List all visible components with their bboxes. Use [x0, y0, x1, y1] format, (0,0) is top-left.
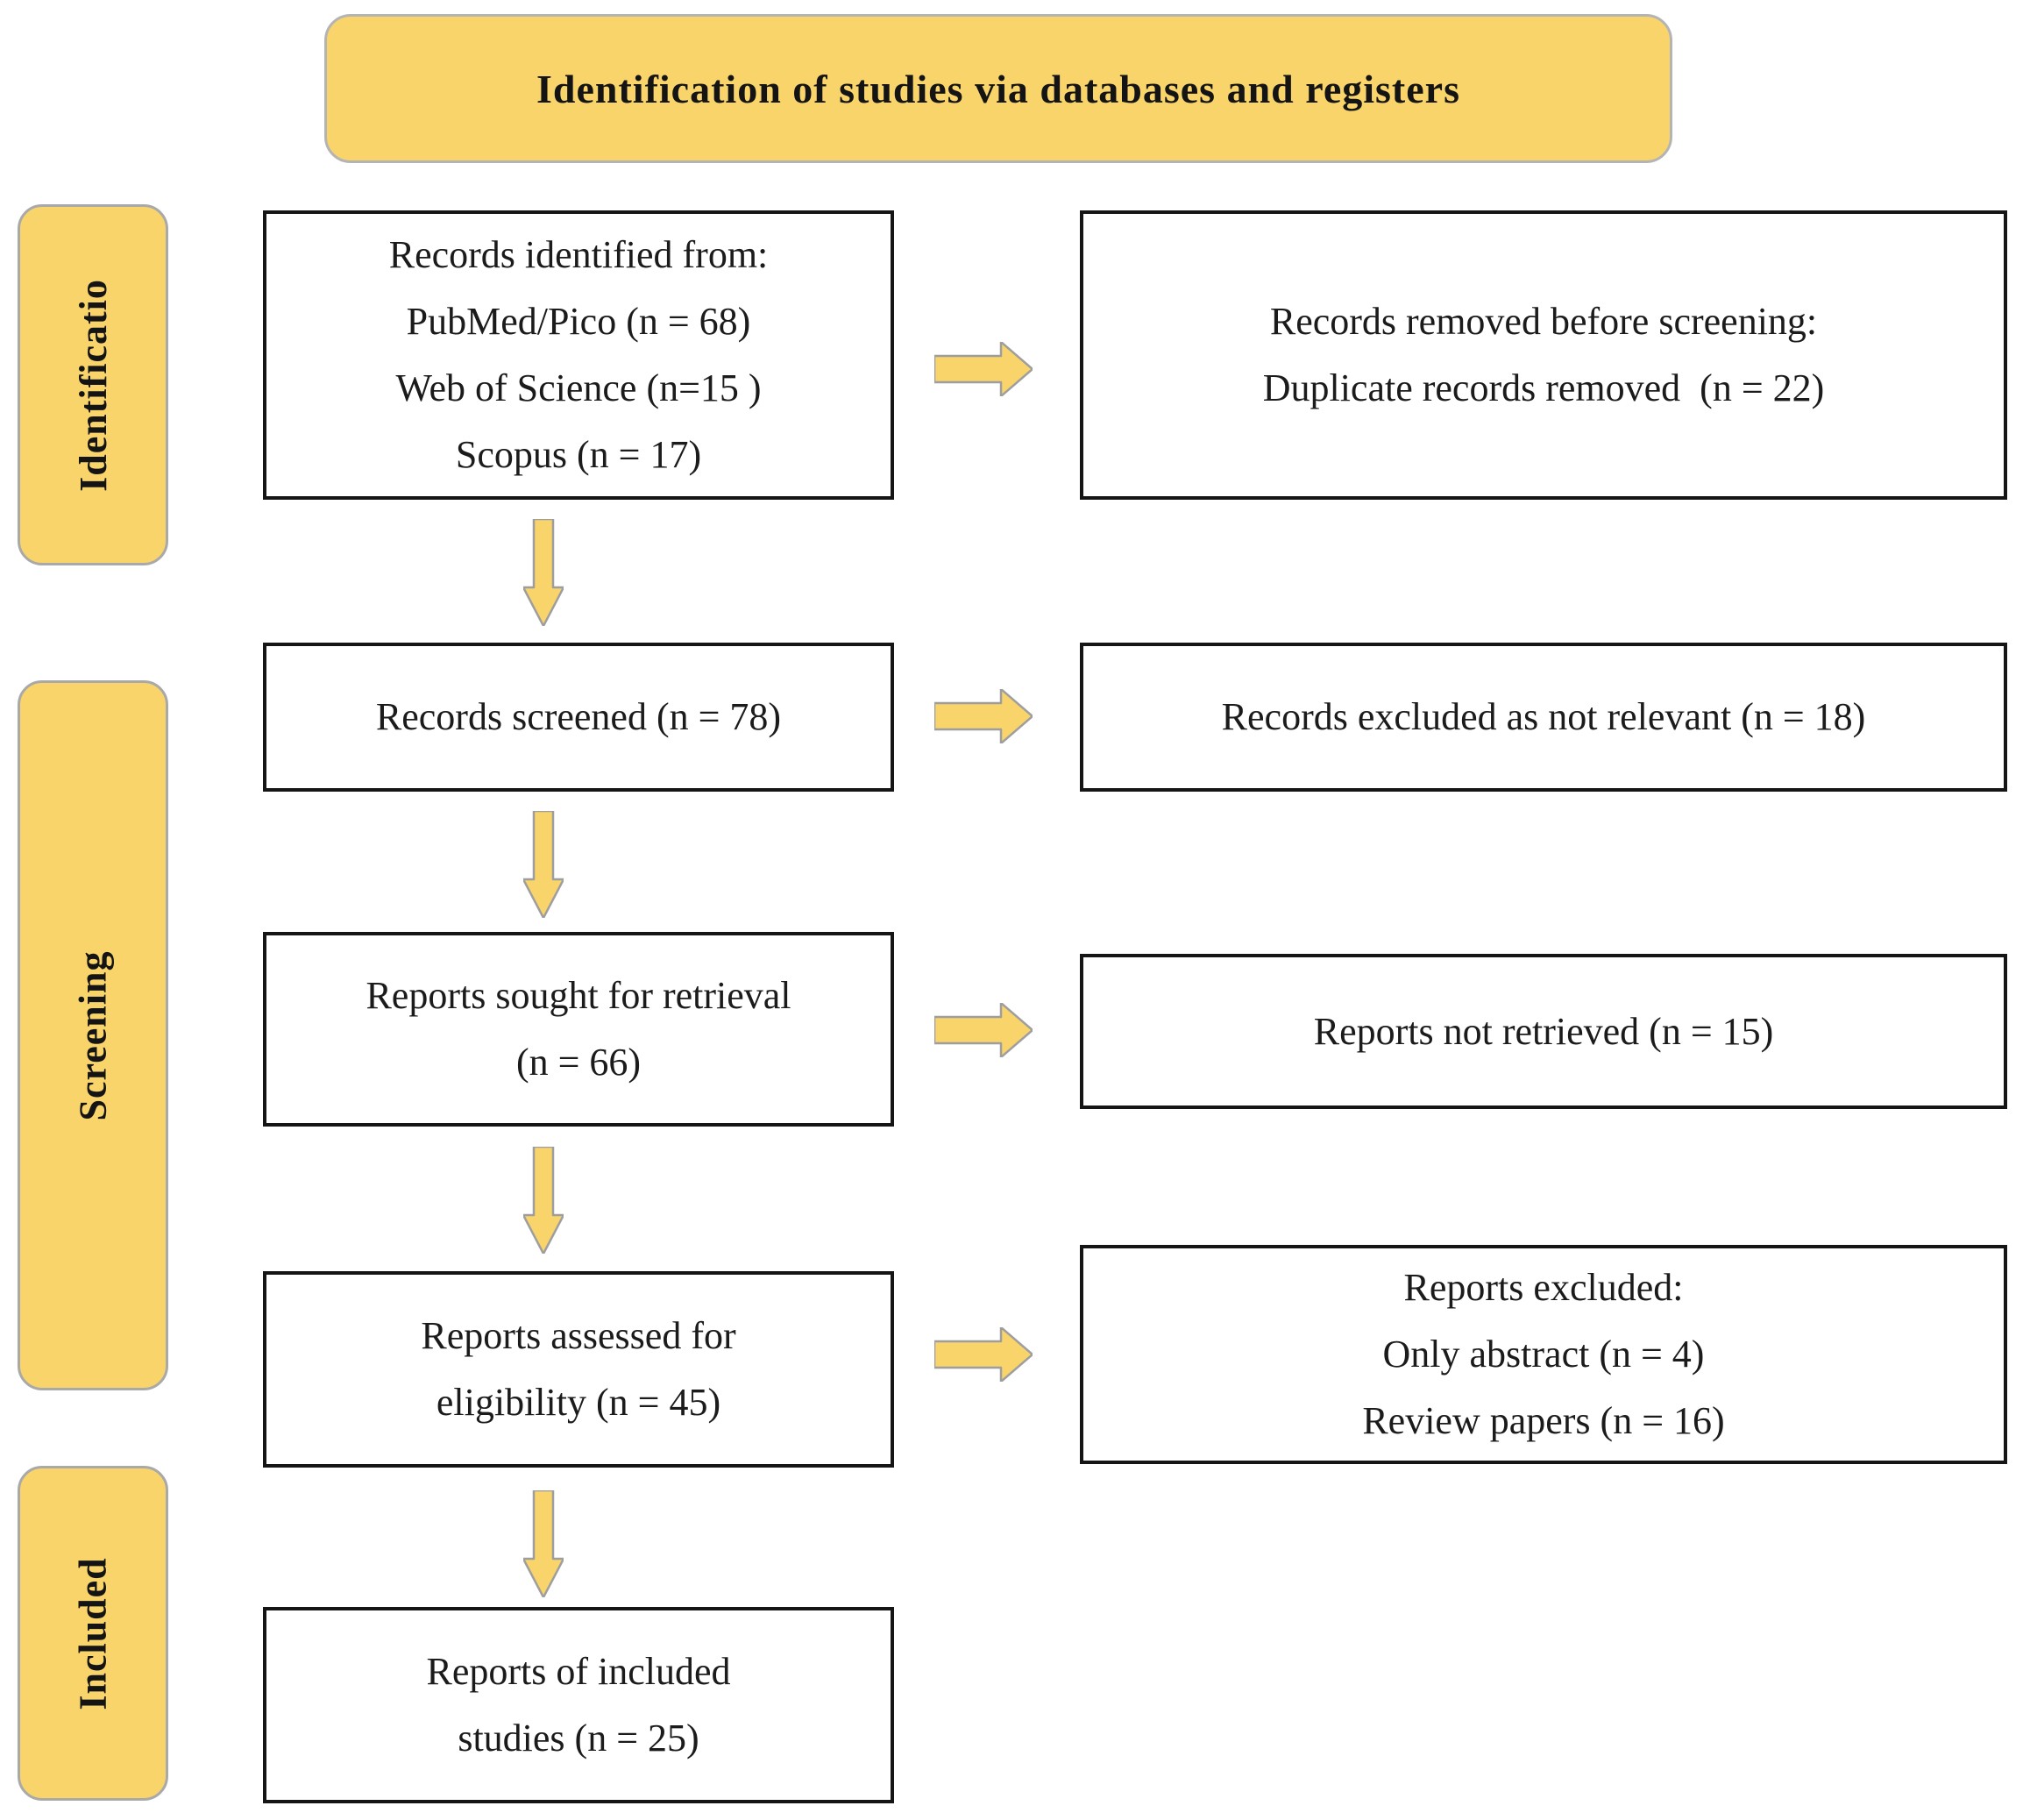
- stage-label-included-text: Included: [71, 1556, 115, 1710]
- box-text-line: Records screened (n = 78): [375, 695, 782, 738]
- box-text-line: Reports sought for retrieval: [366, 974, 791, 1017]
- right-arrow-icon: [934, 689, 1033, 743]
- box-text-line: Records identified from:: [388, 233, 769, 276]
- down-arrow-icon: [523, 1147, 564, 1254]
- box-text-line: Records removed before screening:: [1269, 300, 1818, 343]
- box-text-line: Reports not retrieved (n = 15): [1313, 1009, 1774, 1053]
- box-text-line: Duplicate records removed (n = 22): [1262, 366, 1825, 409]
- stage-label-identification-text: Identificatio: [71, 278, 115, 492]
- stage-label-identification: Identificatio: [18, 204, 168, 565]
- box-text-line: Scopus (n = 17): [455, 433, 702, 476]
- box-reports-not-retrieved: Reports not retrieved (n = 15): [1080, 954, 2007, 1109]
- box-records-identified: Records identified from: PubMed/Pico (n …: [263, 210, 894, 500]
- box-records-excluded: Records excluded as not relevant (n = 18…: [1080, 643, 2007, 792]
- right-arrow-icon: [934, 1003, 1033, 1057]
- header-banner: Identification of studies via databases …: [324, 14, 1672, 163]
- down-arrow-icon: [523, 1490, 564, 1597]
- down-arrow-icon: [523, 519, 564, 626]
- box-text-line: Reports excluded:: [1403, 1266, 1684, 1309]
- box-text-line: eligibility (n = 45): [436, 1381, 721, 1424]
- box-text-line: studies (n = 25): [458, 1717, 699, 1760]
- box-reports-included: Reports of included studies (n = 25): [263, 1607, 894, 1803]
- box-reports-assessed: Reports assessed for eligibility (n = 45…: [263, 1271, 894, 1468]
- stage-label-included: Included: [18, 1466, 168, 1801]
- box-text-line: PubMed/Pico (n = 68): [406, 300, 751, 343]
- box-records-removed: Records removed before screening: Duplic…: [1080, 210, 2007, 500]
- right-arrow-icon: [934, 1327, 1033, 1382]
- diagram-title: Identification of studies via databases …: [536, 66, 1460, 111]
- box-text-line: Reports assessed for: [421, 1314, 736, 1357]
- box-text-line: (n = 66): [515, 1041, 642, 1084]
- box-text-line: Records excluded as not relevant (n = 18…: [1221, 695, 1866, 738]
- down-arrow-icon: [523, 811, 564, 918]
- right-arrow-icon: [934, 342, 1033, 396]
- stage-label-screening: Screening: [18, 680, 168, 1390]
- box-records-screened: Records screened (n = 78): [263, 643, 894, 792]
- box-reports-excluded: Reports excluded: Only abstract (n = 4) …: [1080, 1245, 2007, 1464]
- box-text-line: Only abstract (n = 4): [1382, 1333, 1705, 1376]
- box-text-line: Review papers (n = 16): [1362, 1399, 1725, 1442]
- box-reports-sought: Reports sought for retrieval (n = 66): [263, 932, 894, 1127]
- box-text-line: Reports of included: [426, 1650, 731, 1693]
- box-text-line: Web of Science (n=15 ): [395, 366, 762, 409]
- stage-label-screening-text: Screening: [71, 950, 115, 1120]
